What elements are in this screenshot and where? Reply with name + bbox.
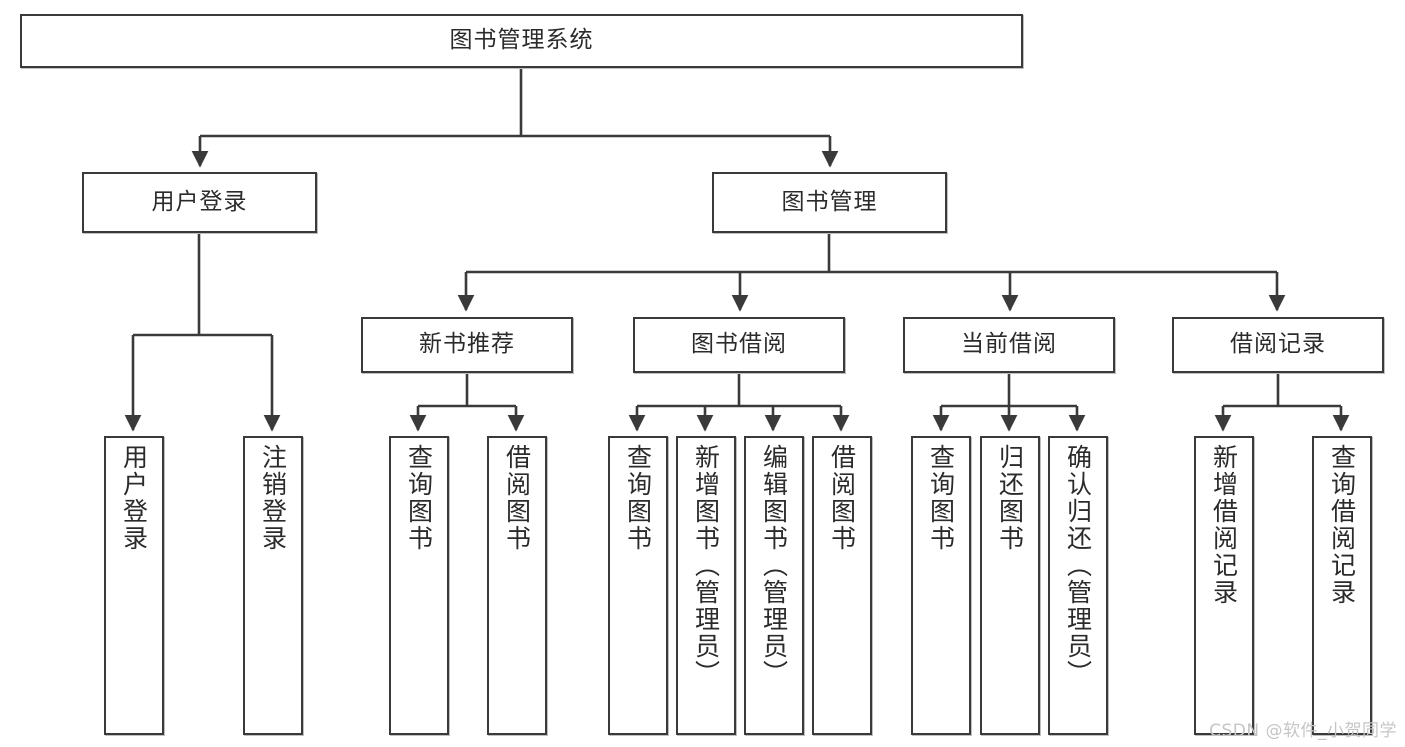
- node-new-book-recommend-label: 新书推荐: [419, 331, 515, 358]
- node-leaf-query-book-1-label: 查询图书: [404, 444, 434, 552]
- node-leaf-borrow-book-2[interactable]: 借阅图书: [812, 436, 872, 735]
- node-leaf-edit-book[interactable]: 编辑图书（管理员）: [744, 436, 804, 735]
- node-leaf-query-book-2[interactable]: 查询图书: [608, 436, 668, 735]
- node-leaf-logout-login[interactable]: 注销登录: [243, 436, 303, 735]
- node-leaf-return-book-label: 归还图书: [995, 444, 1025, 552]
- node-current-borrow-label: 当前借阅: [961, 331, 1057, 358]
- node-leaf-return-book[interactable]: 归还图书: [980, 436, 1040, 735]
- node-leaf-borrow-book-2-label: 借阅图书: [827, 444, 857, 552]
- node-leaf-user-login[interactable]: 用户登录: [104, 436, 164, 735]
- node-current-borrow[interactable]: 当前借阅: [903, 317, 1115, 373]
- node-root-label: 图书管理系统: [449, 27, 594, 54]
- node-leaf-query-book-3-label: 查询图书: [926, 444, 956, 552]
- node-borrow-record-label: 借阅记录: [1230, 331, 1326, 358]
- node-leaf-borrow-book-1-label: 借阅图书: [502, 444, 532, 552]
- node-leaf-add-record-label: 新增借阅记录: [1209, 444, 1239, 606]
- node-leaf-query-record-label: 查询借阅记录: [1327, 444, 1357, 606]
- node-leaf-user-login-label: 用户登录: [119, 444, 149, 552]
- node-book-manage-label: 图书管理: [781, 188, 878, 215]
- csdn-watermark: CSDN @软件_小贺同学: [1209, 721, 1397, 741]
- node-leaf-query-record[interactable]: 查询借阅记录: [1312, 436, 1372, 735]
- node-leaf-query-book-1[interactable]: 查询图书: [389, 436, 449, 735]
- node-leaf-confirm-return[interactable]: 确认归还（管理员）: [1048, 436, 1108, 735]
- node-leaf-add-book-label: 新增图书（管理员）: [691, 444, 721, 687]
- node-leaf-logout-login-label: 注销登录: [258, 444, 288, 552]
- node-book-borrow-label: 图书借阅: [691, 331, 787, 358]
- node-root-book-management-system[interactable]: 图书管理系统: [20, 14, 1023, 68]
- node-user-login-label: 用户登录: [151, 188, 248, 215]
- node-leaf-query-book-3[interactable]: 查询图书: [911, 436, 971, 735]
- node-new-book-recommend[interactable]: 新书推荐: [361, 317, 573, 373]
- node-leaf-borrow-book-1[interactable]: 借阅图书: [487, 436, 547, 735]
- node-user-login[interactable]: 用户登录: [82, 172, 317, 233]
- node-leaf-edit-book-label: 编辑图书（管理员）: [759, 444, 789, 687]
- node-book-borrow[interactable]: 图书借阅: [633, 317, 845, 373]
- node-borrow-record[interactable]: 借阅记录: [1172, 317, 1384, 373]
- node-leaf-confirm-return-label: 确认归还（管理员）: [1063, 444, 1093, 687]
- node-leaf-add-book[interactable]: 新增图书（管理员）: [676, 436, 736, 735]
- node-leaf-add-record[interactable]: 新增借阅记录: [1194, 436, 1254, 735]
- node-leaf-query-book-2-label: 查询图书: [623, 444, 653, 552]
- node-book-manage[interactable]: 图书管理: [712, 172, 947, 233]
